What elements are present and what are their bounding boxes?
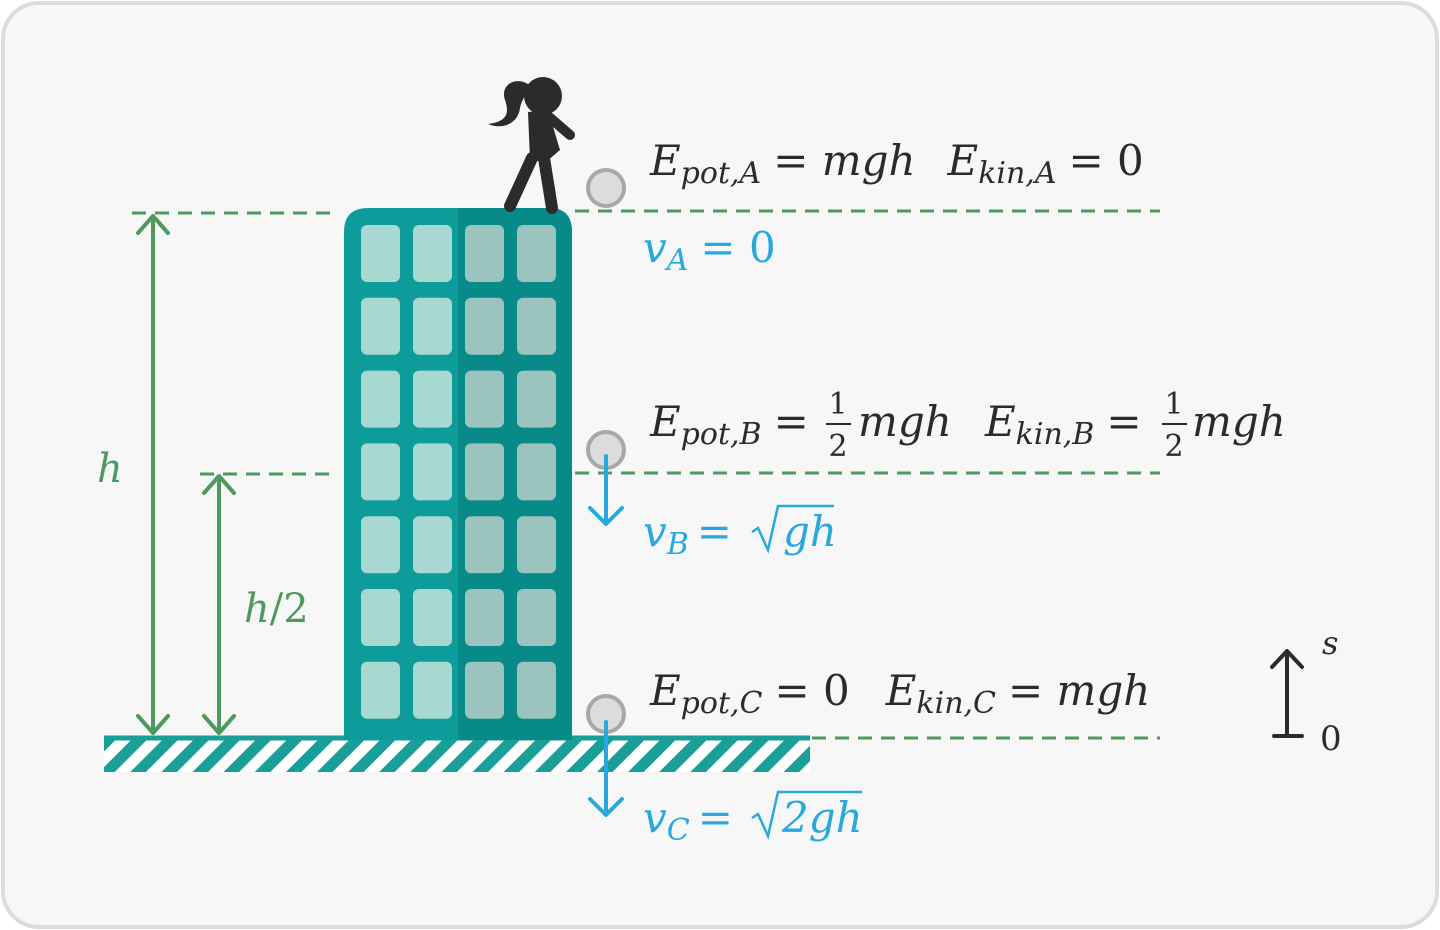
building-window xyxy=(361,370,400,428)
frac-b-pot-den: 2 xyxy=(828,429,847,464)
building-window xyxy=(517,516,556,574)
height-arrow-half-top-head xyxy=(202,474,236,495)
velocity-label-b: vB= xyxy=(643,507,732,562)
axis-indicator xyxy=(1270,649,1304,738)
ball-icon-a xyxy=(586,168,626,208)
height-arrow-half-bottom-head xyxy=(202,714,236,735)
velocity-radicand-b: gh xyxy=(783,507,837,556)
velocity-arrows xyxy=(588,454,624,817)
building-window xyxy=(465,225,504,282)
building-window xyxy=(361,225,400,282)
label-h-half: h/2 xyxy=(244,586,309,632)
velocity-label-a: vA= 0 xyxy=(643,223,776,278)
person-leg-back xyxy=(504,152,538,212)
person-leg-front xyxy=(538,152,558,214)
building-window xyxy=(465,661,504,719)
building-window xyxy=(361,589,400,646)
label-h: h xyxy=(97,446,123,492)
energy-label-b-kin-tail: mgh xyxy=(1192,397,1286,446)
building-icon xyxy=(344,208,572,740)
reference-lines xyxy=(132,209,1160,740)
ground-hatch xyxy=(104,739,810,772)
building-window xyxy=(413,225,452,282)
building-window xyxy=(413,370,452,428)
building-window xyxy=(361,661,400,719)
building-window xyxy=(465,443,504,501)
velocity-arrow-b-head xyxy=(588,506,624,526)
building-window xyxy=(361,516,400,574)
sqrt-sign-b xyxy=(751,504,834,554)
axis-label-zero: 0 xyxy=(1320,719,1342,759)
building-window xyxy=(517,370,556,428)
building-window xyxy=(413,297,452,355)
building-window xyxy=(517,443,556,501)
frac-b-kin-den: 2 xyxy=(1164,429,1183,464)
energy-label-b-pot-tail: mgh xyxy=(858,397,952,446)
height-arrow-h-top-head xyxy=(136,214,170,235)
velocity-label-c: vC= xyxy=(643,793,733,848)
building-window xyxy=(517,589,556,646)
person-arm xyxy=(543,111,575,140)
velocity-arrow-c-head xyxy=(588,797,624,817)
building-window xyxy=(413,589,452,646)
building-window xyxy=(465,589,504,646)
height-arrow-h-bottom-head xyxy=(136,714,170,735)
building-window xyxy=(413,661,452,719)
building-window xyxy=(465,297,504,355)
height-arrows xyxy=(136,214,236,735)
building-window xyxy=(517,661,556,719)
ground xyxy=(104,735,810,772)
building-window xyxy=(465,516,504,574)
person-torso xyxy=(528,110,560,162)
person-walking-icon xyxy=(488,77,575,214)
person-head xyxy=(524,77,562,115)
person-hair xyxy=(488,81,530,127)
building-window xyxy=(517,297,556,355)
energy-label-b-pot: Epot,B= xyxy=(649,397,809,452)
building-window xyxy=(517,225,556,282)
building-window xyxy=(361,297,400,355)
building-window xyxy=(361,443,400,501)
building-windows xyxy=(361,225,556,719)
axis-indicator-head xyxy=(1270,649,1304,669)
energy-label-b-kin: Ekin,B= xyxy=(984,397,1142,452)
building-window xyxy=(413,516,452,574)
building-window xyxy=(465,370,504,428)
velocity-radicand-c: 2gh xyxy=(781,793,863,842)
sqrt-sign-c xyxy=(751,790,862,840)
frac-b-kin-num: 1 xyxy=(1164,387,1183,422)
frac-b-pot-num: 1 xyxy=(828,387,847,422)
building-window xyxy=(413,443,452,501)
axis-label-s: s xyxy=(1322,624,1338,662)
